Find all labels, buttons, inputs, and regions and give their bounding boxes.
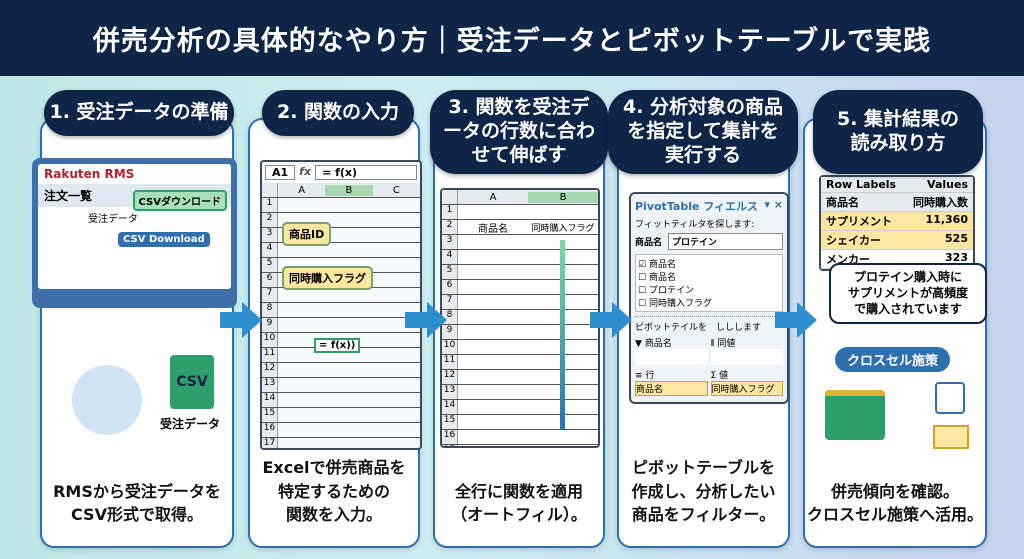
step-1-title: 1. 受注データの準備 [44, 90, 234, 136]
next-arrow-icon [405, 302, 447, 338]
values-area[interactable]: Σ 値同時購入フラグ [710, 368, 783, 396]
file-label: 受注データ [160, 417, 221, 431]
drag-hint: ピボットテイルを ししします [635, 316, 783, 333]
sheet-row: 15 [442, 415, 598, 430]
step-1-card: Rakuten RMS 注文一覧 受注データ CSVダウンロード CSV Dow… [32, 118, 237, 548]
sheet-row: 3 [262, 228, 420, 243]
sheet-row: 9 [442, 325, 598, 340]
sheet-row: 11 [442, 355, 598, 370]
sheet-row: 7 [442, 295, 598, 310]
col-header: B [528, 191, 598, 203]
col-header: A [489, 191, 497, 203]
sheet-row: 7 [262, 288, 420, 303]
filter-label: 商品名 [635, 238, 663, 248]
pivot-field-checkbox[interactable]: ☐ 商品名 [638, 273, 676, 283]
sheet-row: 13 [262, 378, 420, 393]
sheet-row: 8 [262, 303, 420, 318]
header-flag: 同時購入フラグ [531, 223, 595, 234]
pivot-title: PivotTable フィエルス [635, 200, 759, 213]
sheet-row: 1 [262, 198, 420, 213]
rakuten-logo: Rakuten RMS [44, 167, 135, 181]
sheet-row: 16 [442, 430, 598, 445]
filter-dropdown[interactable]: プロテイン [668, 233, 783, 250]
pivot-field-checkbox[interactable]: ☐ 同時購入フラグ [638, 299, 712, 309]
autofill-arrow [560, 240, 565, 430]
sheet-row: 2 [262, 213, 420, 228]
header-product: 商品名 [478, 223, 508, 235]
csv-download-button[interactable]: CSV Download [118, 232, 210, 247]
pivot-field-list: PivotTable フィエルス ▾ × フィットティルタを探します: 商品名プロ… [629, 192, 789, 404]
mail-icon [933, 425, 969, 449]
pivot-field-checkbox[interactable]: ☐ プロテイン [638, 286, 694, 296]
person-laptop-illustration [72, 365, 142, 435]
sheet-row: 16 [262, 423, 420, 438]
gift-box-icon [825, 390, 885, 440]
sheet-row: 12 [442, 370, 598, 385]
sheet-row: 11 [262, 348, 420, 363]
cell-reference[interactable]: A1 [265, 165, 296, 180]
sheet-row: 8 [442, 310, 598, 325]
sheet-row: 17 [262, 438, 420, 448]
col-header: B [325, 184, 373, 196]
fx-icon: fx [299, 165, 312, 178]
sheet-row: 10 [442, 340, 598, 355]
sheet-row: 14 [442, 400, 598, 415]
col-header: C [392, 184, 400, 196]
sheet-row: 17 [442, 445, 598, 446]
section-label: 受注データ [88, 214, 138, 225]
step-4-caption: ピボットテーブルを 作成し、分析したい 商品をフィルター。 [631, 458, 776, 524]
next-arrow-icon [590, 302, 632, 338]
step-3-title: 3. 関数を受注データの行数に合わせて伸ばす [430, 90, 608, 174]
pivot-field-checkbox[interactable]: ☑ 商品名 [638, 260, 676, 270]
step-5-title: 5. 集計結果の読み取り方 [813, 90, 983, 174]
step-4-card: PivotTable フィエルス ▾ × フィットティルタを探します: 商品名プロ… [617, 118, 790, 548]
formula-cell[interactable]: = f(x)) [314, 338, 361, 353]
page-title: 併売分析の具体的なやり方｜受注データとピボットテーブルで実践 [0, 0, 1024, 76]
close-icon[interactable]: ▾ × [764, 198, 783, 211]
sheet-row: 3 [442, 235, 598, 250]
pivot-search-label: フィットティルタを探します: [635, 220, 755, 230]
purchase-flag-tag: 同時購入フラグ [282, 266, 373, 290]
insight-bubble: プロテイン購入時に サプリメントが高頻度 で購入されています [829, 263, 987, 324]
step-1-caption: RMSから受注データを CSV形式で取得。 [53, 481, 221, 524]
sheet-row: 12 [262, 363, 420, 378]
sheet-row: 4 [262, 243, 420, 258]
next-arrow-icon [775, 302, 817, 338]
cross-sell-badge: クロスセル施策 [835, 347, 951, 372]
customer-icon [935, 382, 965, 414]
csv-download-jp-button[interactable]: CSVダウンロード [132, 190, 227, 211]
rows-area[interactable]: ≡ 行商品名 [635, 368, 708, 396]
next-arrow-icon [220, 302, 262, 338]
sheet-row: 9 [262, 318, 420, 333]
step-2-caption: Excelで併売商品を 特定するための 関数を入力。 [262, 458, 406, 524]
step-4-title: 4. 分析対象の商品を指定して集計を実行する [608, 90, 798, 174]
sheet-row: 6 [442, 280, 598, 295]
sheet-row: 14 [262, 393, 420, 408]
sheet-row: 4 [442, 250, 598, 265]
monitor: Rakuten RMS 注文一覧 受注データ CSVダウンロード CSV Dow… [32, 158, 237, 308]
sheet-row: 13 [442, 385, 598, 400]
product-id-tag: 商品ID [282, 222, 332, 246]
step-5-caption: 併売傾向を確認。 クロスセル施策へ活用。 [806, 481, 983, 524]
formula-bar[interactable]: = f(x) [315, 165, 417, 180]
step-3-caption: 全行に関数を適用 （オートフィル）。 [451, 481, 587, 524]
filters-area[interactable]: ▼ 商品名 [635, 336, 708, 365]
sheet-row: 15 [262, 408, 420, 423]
csv-file-icon: CSV [170, 355, 214, 409]
sheet-row: 5 [442, 265, 598, 280]
col-header: A [298, 184, 306, 196]
columns-area[interactable]: ⦀ 同値 [710, 336, 783, 365]
step-2-title: 2. 関数の入力 [262, 90, 414, 136]
